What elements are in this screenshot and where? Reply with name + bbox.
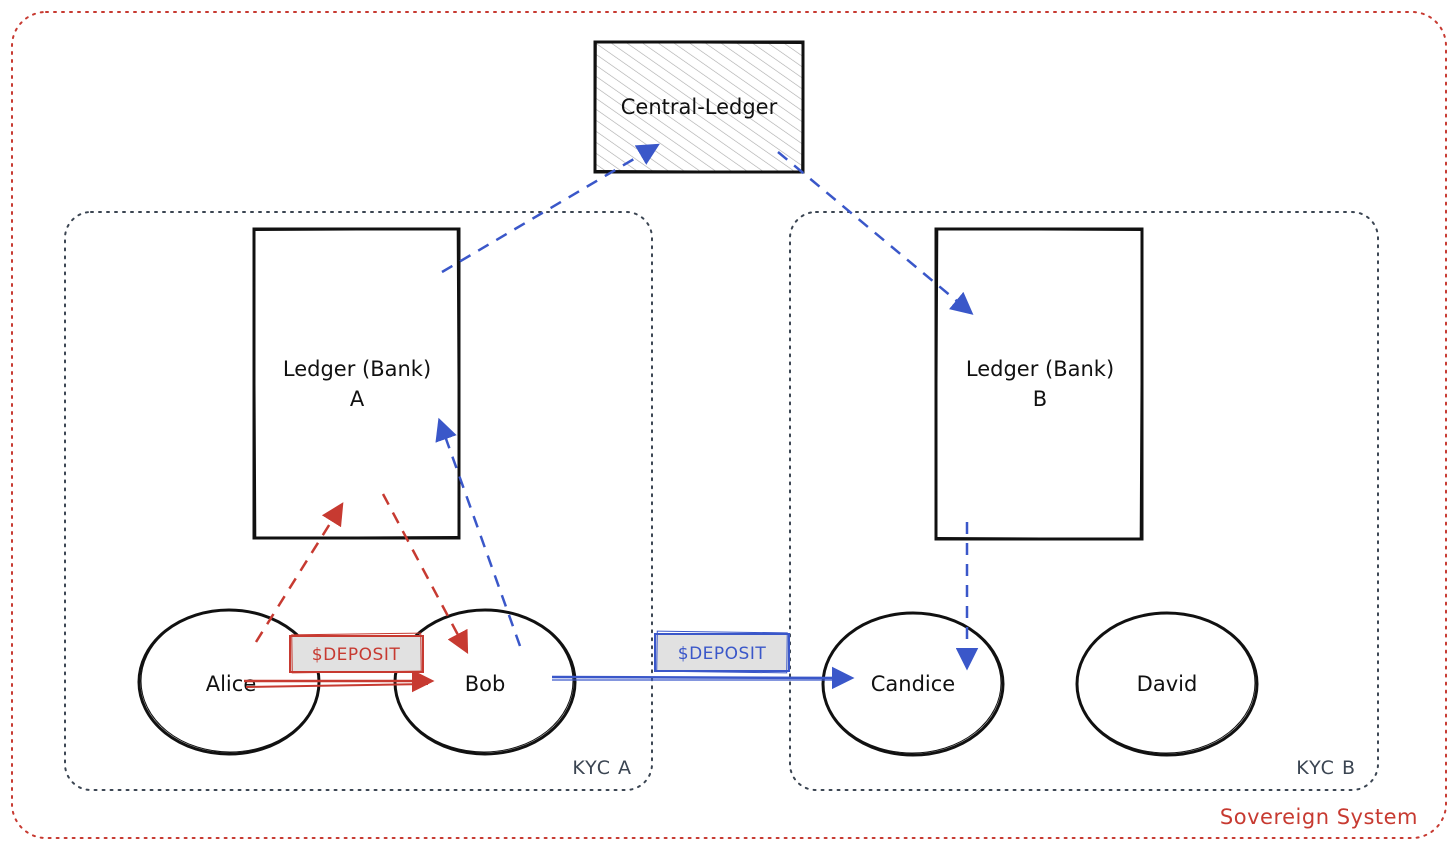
- central-ledger-label: Central-Ledger: [621, 95, 778, 119]
- transfer-alice-to-bob: [244, 669, 435, 693]
- david-label: David: [1137, 672, 1198, 696]
- candice-label: Candice: [871, 672, 955, 696]
- sovereign-system-boundary: [11, 11, 1447, 839]
- arrow-bank-a-to-central: [441, 143, 660, 274]
- deposit-tag-internal: $DEPOSIT: [289, 632, 424, 674]
- deposit-tag-internal-label: $DEPOSIT: [312, 645, 401, 665]
- kyc-a-group: [64, 211, 653, 791]
- ledger-bank-a-label-line1: Ledger (Bank): [283, 357, 431, 381]
- arrow-alice-to-bank-a: [254, 502, 344, 643]
- deposit-tag-external-label: $DEPOSIT: [678, 644, 767, 664]
- kyc-b-group: [789, 211, 1379, 791]
- deposit-tag-external: $DEPOSIT: [654, 630, 790, 674]
- ledger-bank-b-label-line2: B: [1033, 387, 1047, 411]
- sovereign-system-label: Sovereign System: [1220, 805, 1418, 829]
- ledger-bank-a-node: Ledger (Bank) A: [252, 227, 461, 540]
- ledger-bank-b-node: Ledger (Bank) B: [934, 227, 1144, 541]
- transfer-bob-to-candice: [551, 666, 855, 690]
- alice-label: Alice: [206, 672, 257, 696]
- arrow-bank-a-to-bob: [381, 493, 469, 654]
- central-ledger-node: Central-Ledger: [593, 40, 805, 174]
- kyc-a-label: KYC A: [572, 757, 632, 779]
- ledger-bank-a-label-line2: A: [350, 387, 365, 411]
- bob-label: Bob: [465, 672, 506, 696]
- kyc-b-label: KYC B: [1296, 757, 1356, 779]
- david-node: David: [1075, 611, 1259, 757]
- candice-node: Candice: [821, 611, 1005, 757]
- ledger-bank-b-label-line1: Ledger (Bank): [966, 357, 1114, 381]
- arrow-bob-to-bank-a: [435, 417, 522, 647]
